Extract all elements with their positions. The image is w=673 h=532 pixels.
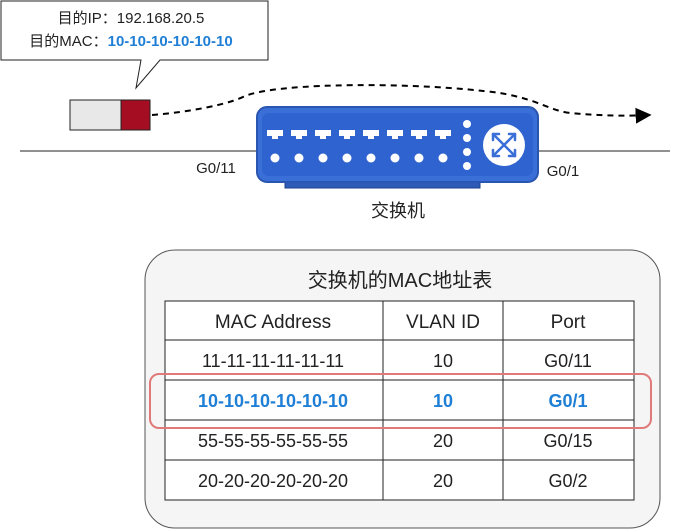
table-header-mac: MAC Address (215, 312, 331, 333)
switch-status-leds (463, 120, 471, 170)
row-1-mac: 11-11-11-11-11-11 (202, 351, 344, 371)
switch-led-row (270, 153, 448, 163)
matched-row-highlight (149, 373, 652, 429)
row-3-port: G0/15 (543, 431, 592, 451)
row-1-vlan: 10 (433, 351, 453, 371)
row-2-port: G0/1 (548, 391, 587, 411)
table-header-vlan: VLAN ID (406, 312, 480, 333)
row-2-mac: 10-10-10-10-10-10 (198, 391, 348, 411)
dest-mac-value: 10-10-10-10-10-10 (108, 33, 233, 50)
dest-ip-label: 目的IP： (58, 10, 117, 27)
row-3-mac: 55-55-55-55-55-55 (198, 431, 348, 451)
row-4-mac: 20-20-20-20-20-20 (198, 471, 348, 491)
switch-router-icon (483, 124, 525, 166)
row-3-vlan: 20 (433, 431, 453, 451)
frame-body (69, 99, 123, 131)
dest-ip-value: 192.168.20.5 (117, 10, 205, 27)
row-4-port: G0/2 (548, 471, 587, 491)
switch-ports-top (267, 130, 451, 139)
port-label-out: G0/1 (547, 163, 580, 180)
row-1-port: G0/11 (544, 351, 592, 371)
table-header-port: Port (551, 312, 587, 333)
switch-device (256, 106, 539, 189)
forwarding-path-arrow (151, 84, 652, 124)
mac-table-title: 交换机的MAC地址表 (308, 269, 492, 292)
switch-label: 交换机 (371, 201, 425, 221)
row-4-vlan: 20 (433, 471, 453, 491)
frame-tail (120, 99, 151, 131)
mac-table-border (164, 300, 635, 501)
mac-table: MAC Address VLAN ID Port 11-11-11-11-11-… (164, 300, 635, 501)
port-label-in: G0/11 (196, 160, 236, 177)
dest-mac-line: 目的MAC：10-10-10-10-10-10 (29, 33, 232, 50)
dest-ip-line: 目的IP：192.168.20.5 (58, 10, 205, 27)
row-2-vlan: 10 (433, 391, 453, 411)
dest-mac-label: 目的MAC： (29, 33, 107, 50)
callout-bubble (0, 0, 269, 90)
switch-panel (262, 113, 533, 176)
